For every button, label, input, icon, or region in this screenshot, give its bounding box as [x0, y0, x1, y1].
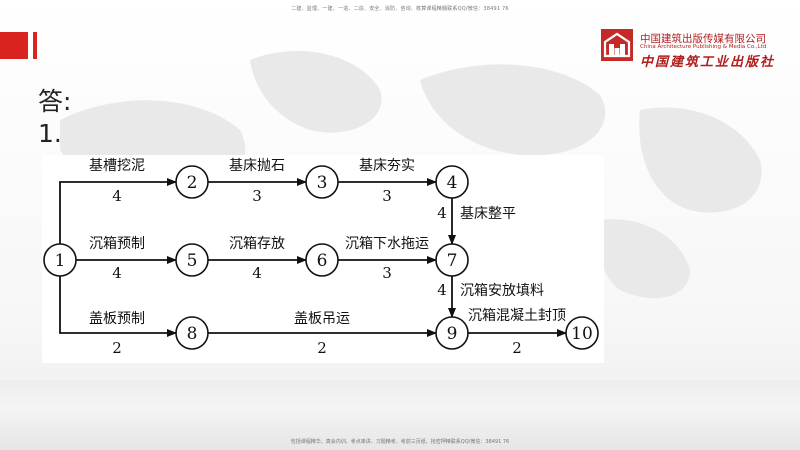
node-4 [435, 165, 469, 199]
floor-reflection [0, 380, 800, 450]
activity-duration-8-9: 2 [317, 339, 327, 357]
activity-name-2-3: 基床抛石 [229, 157, 285, 174]
top-contact-note: 二建、监理、一建、一造、二造、安全、消防、咨询、核算课程精髓联系QQ/微信：38… [291, 6, 509, 12]
activity-duration-7-9: 4 [437, 281, 447, 299]
node-label-9: 9 [447, 324, 458, 344]
building-emblem-icon [601, 29, 633, 61]
activity-name-1-2: 基槽挖泥 [89, 157, 145, 174]
red-accent-stripe [33, 32, 37, 59]
node-10 [565, 316, 599, 350]
node-2 [175, 165, 209, 199]
node-label-1: 1 [55, 251, 66, 271]
arrow-1-8 [59, 276, 177, 337]
node-label-6: 6 [317, 251, 328, 271]
activity-name-1-5: 沉箱预制 [89, 236, 145, 252]
activity-duration-6-7: 3 [382, 264, 392, 282]
activity-duration-4-7: 4 [437, 204, 447, 222]
activity-name-7-9: 沉箱安放填料 [460, 283, 544, 299]
item-number: 1. [38, 119, 62, 148]
activity-name-6-7: 沉箱下水拖运 [345, 236, 429, 252]
publisher-name-en: China Architecture Publishing & Media Co… [640, 44, 767, 50]
node-1 [43, 243, 77, 277]
activity-name-1-8: 盖板预制 [89, 311, 145, 327]
node-label-10: 10 [571, 324, 593, 344]
node-6 [305, 243, 339, 277]
publisher-name-cn: 中国建筑出版传媒有限公司 [640, 33, 766, 45]
network-diagram-canvas: 基槽挖泥4基床抛石3基床夯实3基床整平4沉箱预制4沉箱存放4沉箱下水拖运3沉箱安… [43, 157, 599, 357]
answer-label: 答: [38, 87, 72, 116]
activity-duration-1-2: 4 [112, 187, 122, 205]
node-7 [435, 243, 469, 277]
publisher-calligraphy-name: 中国建筑工业出版社 [640, 55, 776, 70]
activity-duration-9-10: 2 [512, 339, 522, 357]
node-8 [175, 316, 209, 350]
activity-duration-3-4: 3 [382, 187, 392, 205]
node-label-8: 8 [187, 324, 198, 344]
bottom-contact-note: 包括课程精华、真会内训、考点串讲、习题精考、考前三页纸、抢密押精联系QQ/微信：… [290, 439, 510, 445]
activity-name-9-10: 沉箱混凝土封顶 [468, 308, 566, 324]
node-9 [435, 316, 469, 350]
publisher-logo: 中国建筑出版传媒有限公司 China Architecture Publishi… [600, 28, 790, 70]
node-3 [305, 165, 339, 199]
activity-duration-5-6: 4 [252, 264, 262, 282]
arrow-1-2 [59, 178, 177, 244]
activity-name-5-6: 沉箱存放 [229, 236, 285, 252]
node-label-2: 2 [187, 173, 198, 193]
node-label-4: 4 [447, 173, 458, 193]
node-label-5: 5 [187, 251, 198, 271]
activity-duration-1-5: 4 [112, 264, 122, 282]
node-label-3: 3 [317, 173, 328, 193]
activity-name-8-9: 盖板吊运 [294, 311, 350, 327]
node-5 [175, 243, 209, 277]
activity-name-4-7: 基床整平 [460, 205, 516, 222]
node-label-7: 7 [447, 251, 458, 271]
activity-duration-2-3: 3 [252, 187, 262, 205]
red-accent-block [0, 32, 28, 59]
activity-name-3-4: 基床夯实 [359, 157, 415, 174]
activity-duration-1-8: 2 [112, 339, 122, 357]
